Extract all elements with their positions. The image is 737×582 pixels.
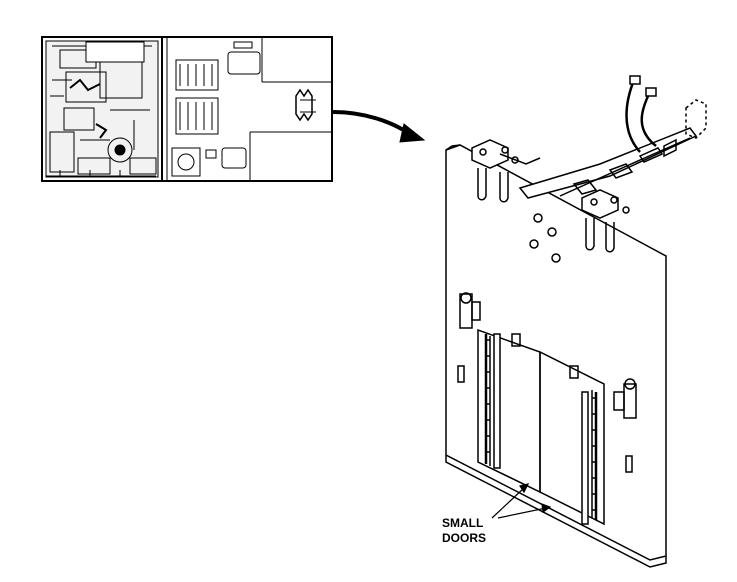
top-right-hinge-icon <box>581 189 630 253</box>
bolt-pattern-icon <box>529 213 561 263</box>
callout-leader-lines <box>491 483 552 519</box>
vehicle-top-view-icon <box>41 36 333 182</box>
slot-right-icon <box>625 455 633 473</box>
small-door-left-icon <box>477 328 541 494</box>
top-left-hinge-icon <box>471 139 541 203</box>
left-latch-icon <box>459 292 481 329</box>
tab-left-icon <box>511 333 521 347</box>
mount-arm-icon <box>518 75 707 199</box>
callout-line-2: DOORS <box>442 531 487 545</box>
small-doors-callout: SMALL DOORS <box>442 516 522 546</box>
small-door-right-icon <box>539 350 605 526</box>
tab-right-icon <box>569 365 579 379</box>
callout-line-1: SMALL <box>442 516 484 530</box>
armored-panel-with-small-doors-icon <box>445 75 707 568</box>
slot-left-icon <box>457 365 465 383</box>
right-latch-icon <box>613 378 637 419</box>
curved-arrow-icon <box>332 110 426 143</box>
